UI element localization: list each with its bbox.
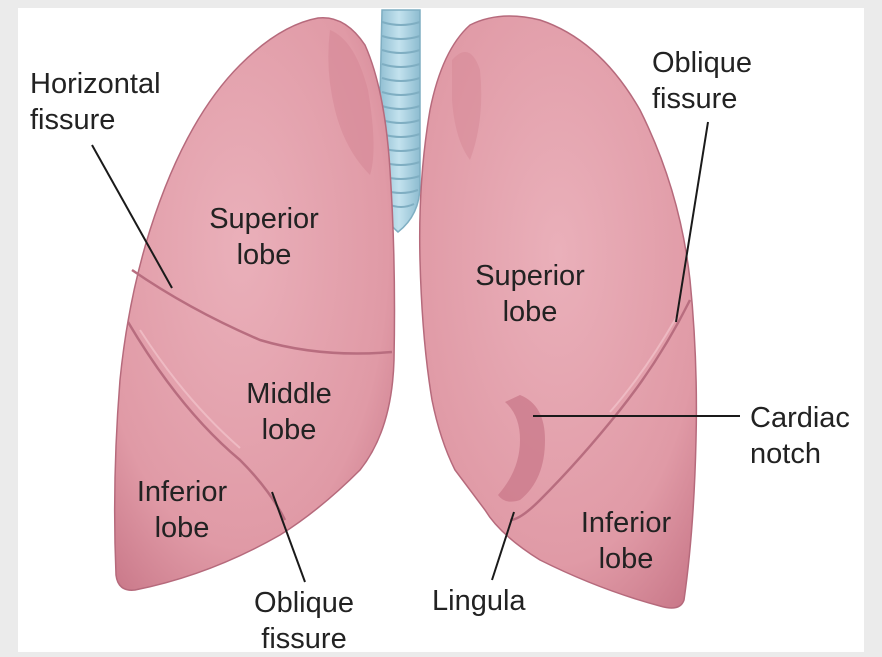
right-middle-lobe-label-line1: Middle bbox=[225, 376, 353, 412]
right-middle-lobe-label: Middle lobe bbox=[225, 376, 353, 448]
cardiac-notch-label-line1: Cardiac bbox=[750, 400, 850, 436]
right-inferior-lobe-label-line2: lobe bbox=[118, 510, 246, 546]
right-inferior-lobe-label: Inferior lobe bbox=[118, 474, 246, 546]
left-superior-lobe-label-line1: Superior bbox=[460, 258, 600, 294]
left-oblique-fissure-label: Oblique fissure bbox=[652, 45, 752, 117]
left-inferior-lobe-label-line1: Inferior bbox=[562, 505, 690, 541]
cardiac-notch-label-line2: notch bbox=[750, 436, 850, 472]
left-superior-lobe-label: Superior lobe bbox=[460, 258, 600, 330]
right-oblique-fissure-label-line2: fissure bbox=[234, 621, 374, 657]
right-oblique-fissure-label-line1: Oblique bbox=[234, 585, 374, 621]
left-oblique-fissure-label-line2: fissure bbox=[652, 81, 752, 117]
left-oblique-fissure-label-line1: Oblique bbox=[652, 45, 752, 81]
horizontal-fissure-label-line1: Horizontal bbox=[30, 66, 161, 102]
cardiac-notch-label: Cardiac notch bbox=[750, 400, 850, 472]
right-oblique-fissure-label: Oblique fissure bbox=[234, 585, 374, 657]
lingula-label: Lingula bbox=[432, 583, 526, 619]
left-inferior-lobe-label-line2: lobe bbox=[562, 541, 690, 577]
horizontal-fissure-label-line2: fissure bbox=[30, 102, 161, 138]
right-superior-lobe-label-line1: Superior bbox=[200, 201, 328, 237]
left-superior-lobe-label-line2: lobe bbox=[460, 294, 600, 330]
right-superior-lobe-label: Superior lobe bbox=[200, 201, 328, 273]
right-inferior-lobe-label-line1: Inferior bbox=[118, 474, 246, 510]
lingula-label-line1: Lingula bbox=[432, 583, 526, 619]
left-inferior-lobe-label: Inferior lobe bbox=[562, 505, 690, 577]
right-middle-lobe-label-line2: lobe bbox=[225, 412, 353, 448]
right-superior-lobe-label-line2: lobe bbox=[200, 237, 328, 273]
horizontal-fissure-label: Horizontal fissure bbox=[30, 66, 161, 138]
